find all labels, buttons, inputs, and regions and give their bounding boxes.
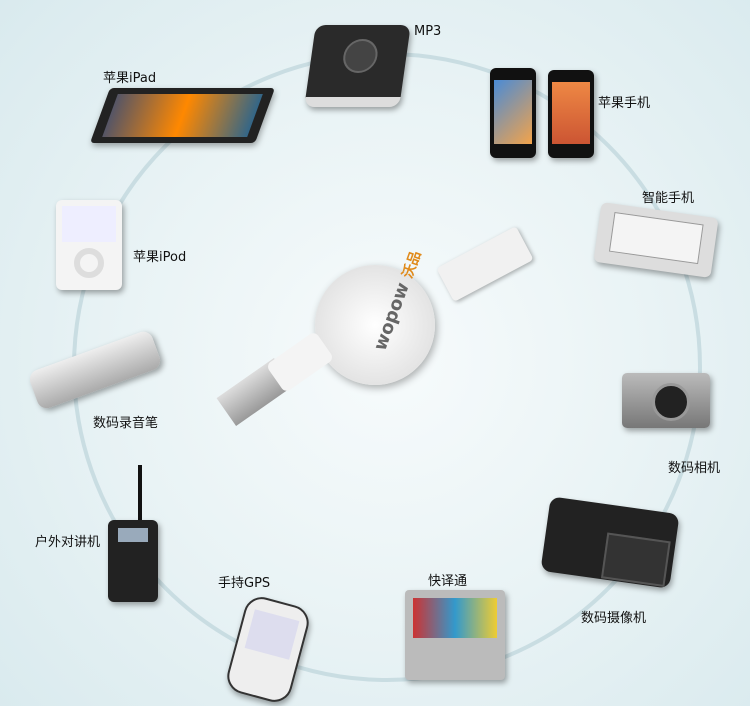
ipod-image [56,200,122,290]
label-smartphone: 智能手机 [642,191,695,206]
mp3-player-image [304,25,411,107]
label-ipad: 苹果iPad [103,71,157,86]
label-camcorder: 数码摄像机 [581,611,647,626]
iphone-image-2 [548,70,594,158]
label-translator: 快译通 [428,574,468,589]
label-iphone: 苹果手机 [598,96,651,111]
label-mp3: MP3 [414,24,442,39]
retractable-cable-image: wopow 沃品 [215,225,555,445]
label-ipod: 苹果iPod [133,250,187,265]
label-camera: 数码相机 [668,461,721,476]
label-recorder: 数码录音笔 [93,416,159,431]
label-walkie: 户外对讲机 [35,535,101,550]
digital-camera-image [622,373,710,428]
walkie-talkie-image [108,465,158,602]
electronic-translator-image [405,590,505,680]
label-gps: 手持GPS [218,576,271,591]
ipad-image [89,88,276,143]
iphone-image [490,68,536,158]
